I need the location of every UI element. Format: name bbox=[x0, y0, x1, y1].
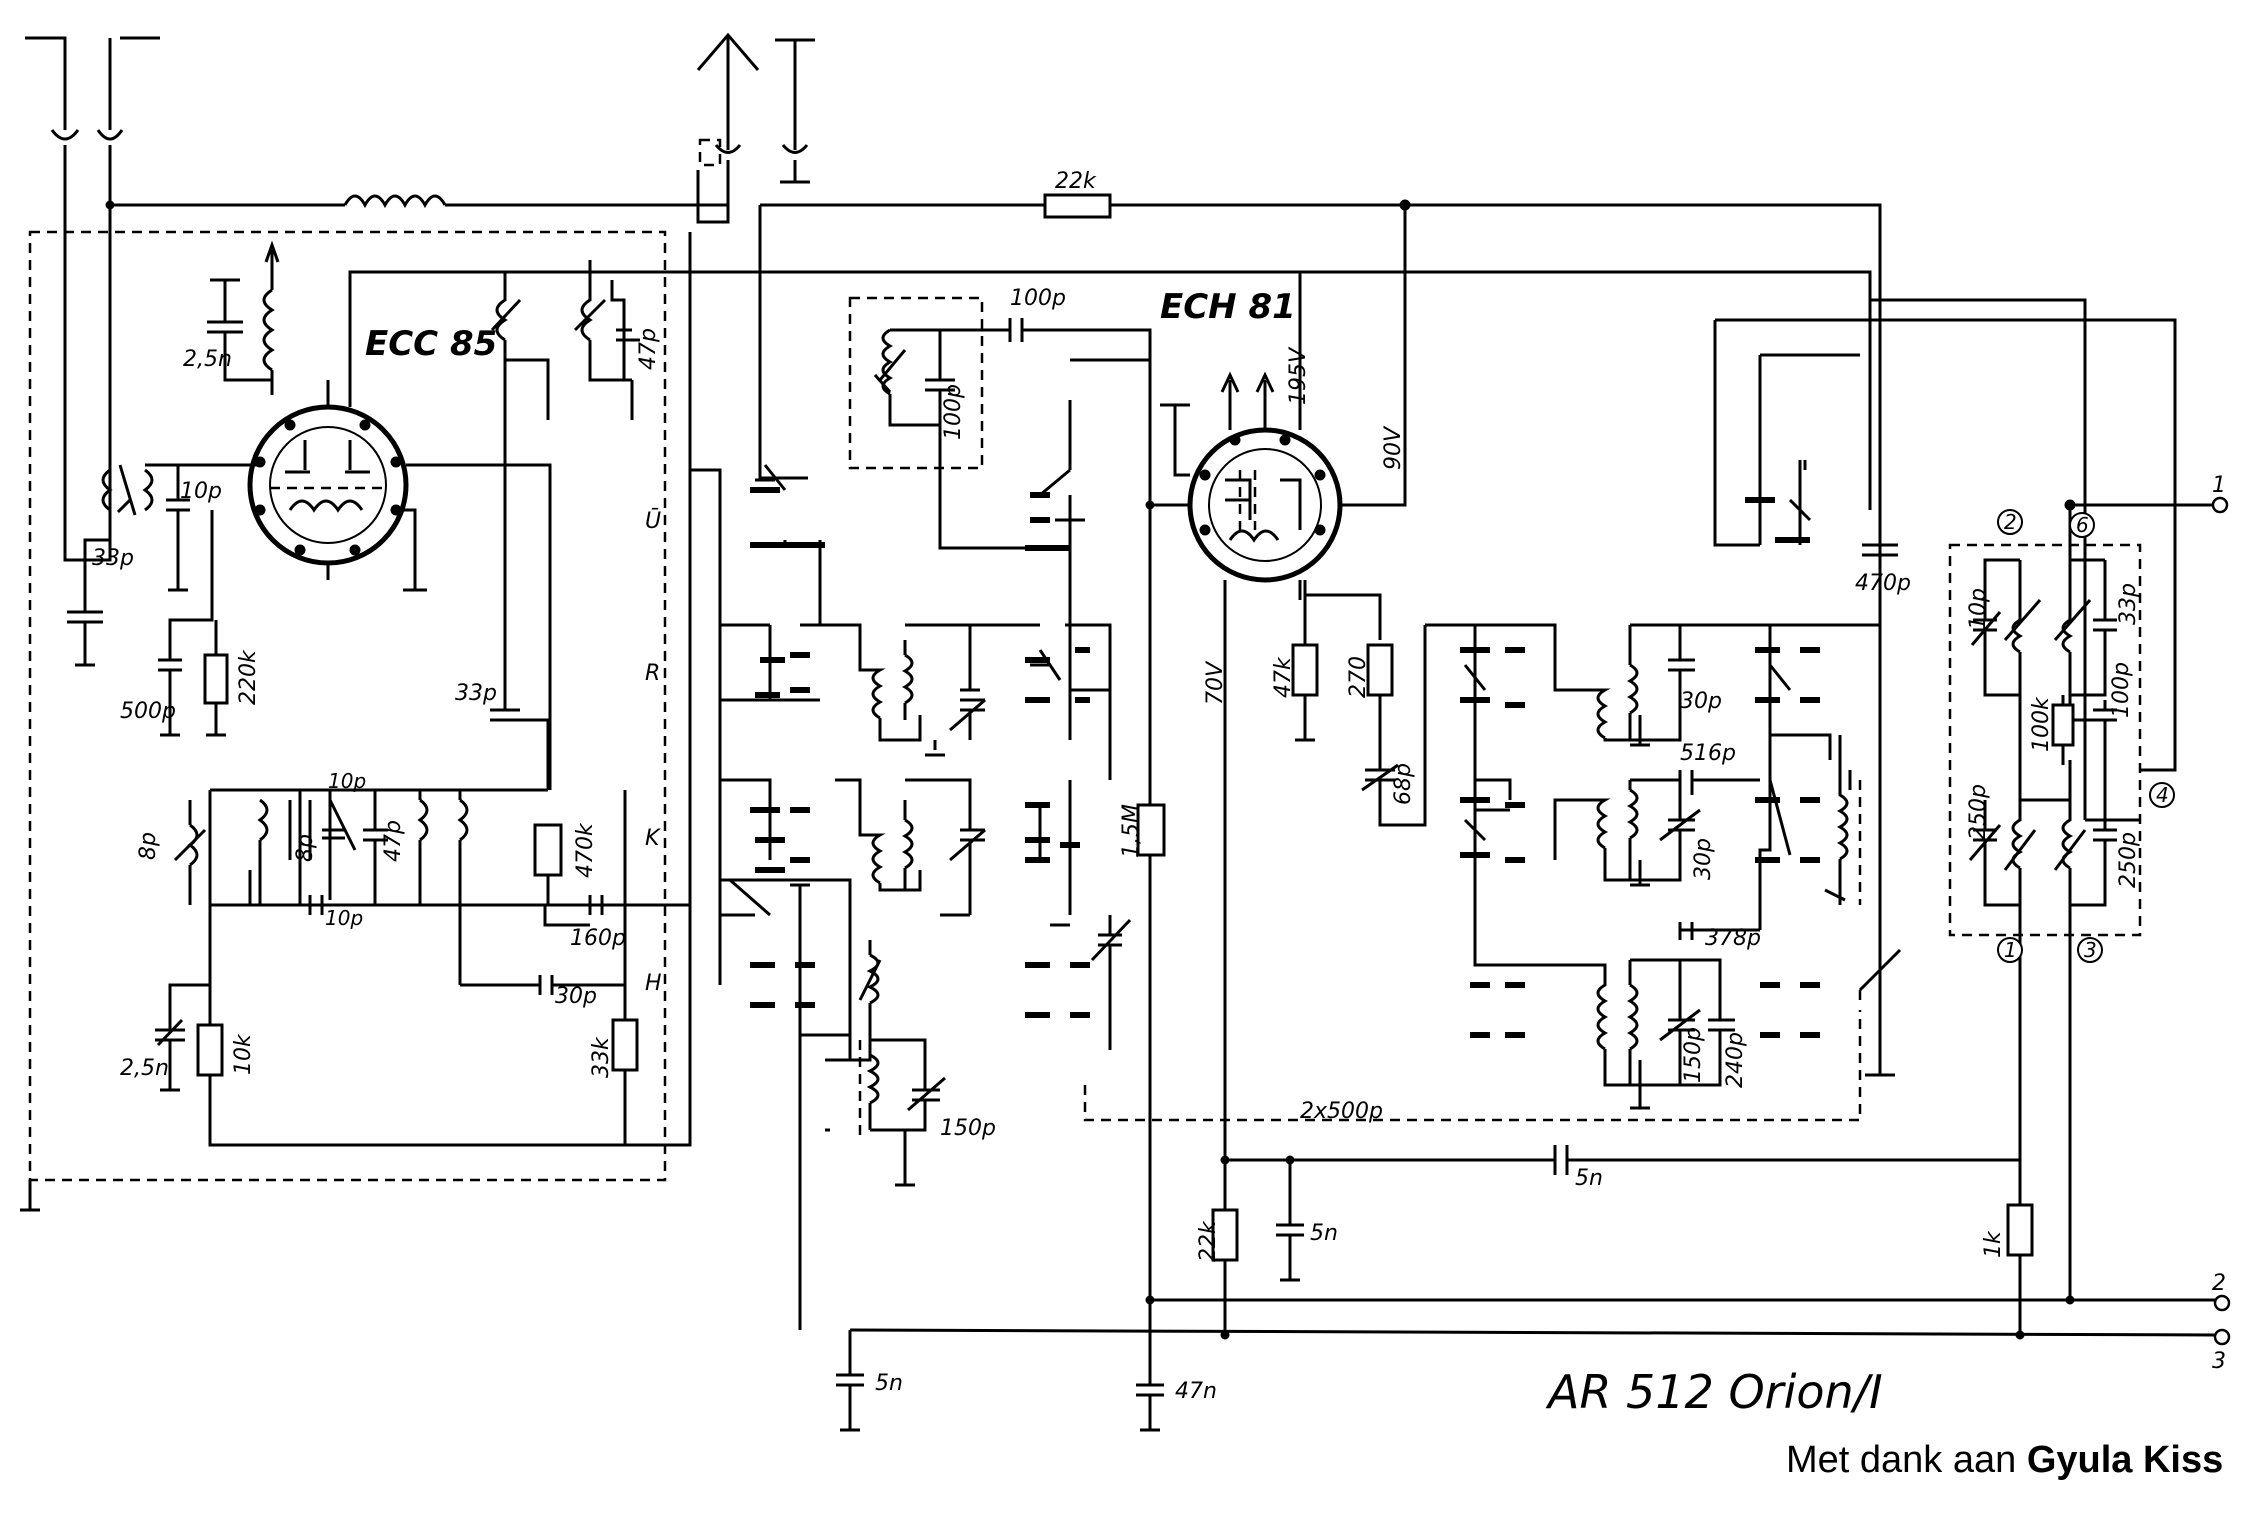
v-90-label: 90V bbox=[1381, 425, 1406, 470]
c-30p-h-label: 30p bbox=[555, 984, 597, 1009]
c-47p-mid-label: 47p bbox=[381, 820, 406, 862]
filter-box bbox=[1948, 499, 2215, 1300]
r-1k-label: 1k bbox=[1981, 1230, 2006, 1258]
c-150p-osc-label: 150p bbox=[940, 1116, 996, 1141]
r-270-label: 270 bbox=[1346, 656, 1371, 698]
switch-bank-right bbox=[1755, 580, 1902, 1077]
c-5n-long-label: 5n bbox=[1575, 1166, 1603, 1191]
band-u-label: Ū bbox=[645, 508, 661, 534]
filter-pins bbox=[1997, 509, 2175, 963]
c-47p-top-label: 47p bbox=[636, 328, 661, 370]
r-22k-bot-label: 22k bbox=[1196, 1220, 1221, 1262]
credit-line: Met dank aan Gyula Kiss bbox=[1786, 1439, 2223, 1481]
c-250p-l-label: 250p bbox=[1966, 784, 1991, 840]
ecc85-tube bbox=[247, 270, 552, 790]
c-30p-if2-label: 30p bbox=[1691, 838, 1716, 880]
c-30p-if1-label: 30p bbox=[1680, 689, 1722, 714]
c-250p-r-label: 250p bbox=[2116, 832, 2141, 888]
c-2-5n-bot-label: 2,5n bbox=[120, 1056, 169, 1081]
c-2x500p-label: 2x500p bbox=[1300, 1099, 1383, 1124]
c-240p-label: 240p bbox=[1723, 1032, 1748, 1088]
c-5n-l-label: 5n bbox=[875, 1371, 903, 1396]
output-buses bbox=[849, 496, 2231, 1346]
r-470k-label: 470k bbox=[573, 822, 598, 878]
c-33p-mid-label: 33p bbox=[455, 681, 497, 706]
r-33k-label: 33k bbox=[589, 1036, 614, 1078]
pin-4-label: 4 bbox=[2156, 783, 2169, 807]
c-33p-r-label: 33p bbox=[2116, 583, 2141, 625]
r-47k-label: 47k bbox=[1271, 656, 1296, 698]
ecc85-label: ECC 85 bbox=[365, 324, 497, 364]
r-220k-label: 220k bbox=[236, 649, 261, 705]
c-150p-if-label: 150p bbox=[1681, 1027, 1706, 1083]
credit-name: Gyula Kiss bbox=[2027, 1439, 2223, 1481]
pin-6-label: 6 bbox=[2076, 513, 2089, 537]
if-transformers bbox=[1580, 623, 1772, 1110]
c-10p-in-label: 10p bbox=[180, 479, 222, 504]
c-10p-b-label: 10p bbox=[325, 906, 363, 930]
r-10k-label: 10k bbox=[231, 1033, 256, 1075]
c-100p-top-label: 100p bbox=[1010, 286, 1066, 311]
c-516p-label: 516p bbox=[1680, 741, 1736, 766]
rf-coils bbox=[835, 623, 986, 917]
ecc85-shield bbox=[20, 230, 667, 1212]
ecc85-trimmers-top bbox=[490, 260, 640, 420]
c-8p-a-label: 8p bbox=[136, 832, 161, 860]
r-22k-top-label: 22k bbox=[1055, 169, 1097, 194]
osc-coils bbox=[825, 940, 946, 1432]
c-33p-in-label: 33p bbox=[92, 546, 134, 571]
c-500p-label: 500p bbox=[120, 699, 176, 724]
band-h-label: H bbox=[645, 971, 662, 996]
switch-bank-left bbox=[690, 464, 852, 1330]
c-470p-label: 470p bbox=[1855, 571, 1911, 596]
band-k-label: K bbox=[645, 826, 661, 851]
band-r-label: R bbox=[645, 661, 660, 686]
r-100k-label: 100k bbox=[2029, 696, 2054, 752]
r-1-5m-label: 1,5M bbox=[1119, 804, 1144, 858]
ht-bus bbox=[505, 193, 2140, 822]
pin-2-label: 2 bbox=[2004, 510, 2017, 534]
v-195-label: 195V bbox=[1286, 346, 1311, 405]
ech81-tube bbox=[1145, 205, 1407, 1190]
schematic-title: AR 512 Orion/I bbox=[1545, 1365, 1883, 1419]
c-10p-r-label: 10p bbox=[1966, 588, 1991, 630]
if-switch-bank bbox=[1425, 623, 1590, 1038]
ecc85-bottom-network bbox=[155, 232, 692, 1147]
ecc85-coil-bank bbox=[173, 360, 627, 1145]
ech81-cathode-network bbox=[1291, 580, 1427, 827]
switch-bank-mid bbox=[970, 623, 1112, 1018]
c-68p-label: 68p bbox=[1391, 763, 1416, 805]
feedback-loop bbox=[1713, 318, 2177, 772]
osc-box bbox=[848, 296, 1152, 1035]
ecc85-plate-load bbox=[207, 240, 280, 395]
c-378p-label: 378p bbox=[1705, 926, 1761, 951]
terminal-2-label: 2 bbox=[2212, 1271, 2226, 1296]
c470p bbox=[1862, 205, 1898, 625]
c-8p-b-label: 8p bbox=[293, 834, 318, 862]
pin-1-label: 1 bbox=[2004, 938, 2017, 962]
c-160p-label: 160p bbox=[570, 926, 626, 951]
terminal-1-label: 1 bbox=[2212, 473, 2226, 498]
c-100p-box-label: 100p bbox=[941, 384, 966, 440]
credit-prefix: Met dank aan bbox=[1786, 1439, 2027, 1481]
c-47n-label: 47n bbox=[1175, 1379, 1217, 1404]
antenna-input-section bbox=[25, 32, 815, 562]
c-100p-r-label: 100p bbox=[2109, 662, 2134, 718]
ecc85-input-network bbox=[67, 463, 260, 737]
terminal-3-label: 3 bbox=[2212, 1349, 2226, 1374]
tuning-network bbox=[1083, 503, 1862, 1432]
c-5n-mid-label: 5n bbox=[1310, 1221, 1338, 1246]
pin-3-label: 3 bbox=[2084, 938, 2097, 962]
c-2-5n-top-label: 2,5n bbox=[183, 347, 232, 372]
ech81-label: ECH 81 bbox=[1160, 287, 1296, 327]
c-10p-a-label: 10p bbox=[328, 769, 366, 793]
v-70-label: 70V bbox=[1203, 660, 1228, 705]
